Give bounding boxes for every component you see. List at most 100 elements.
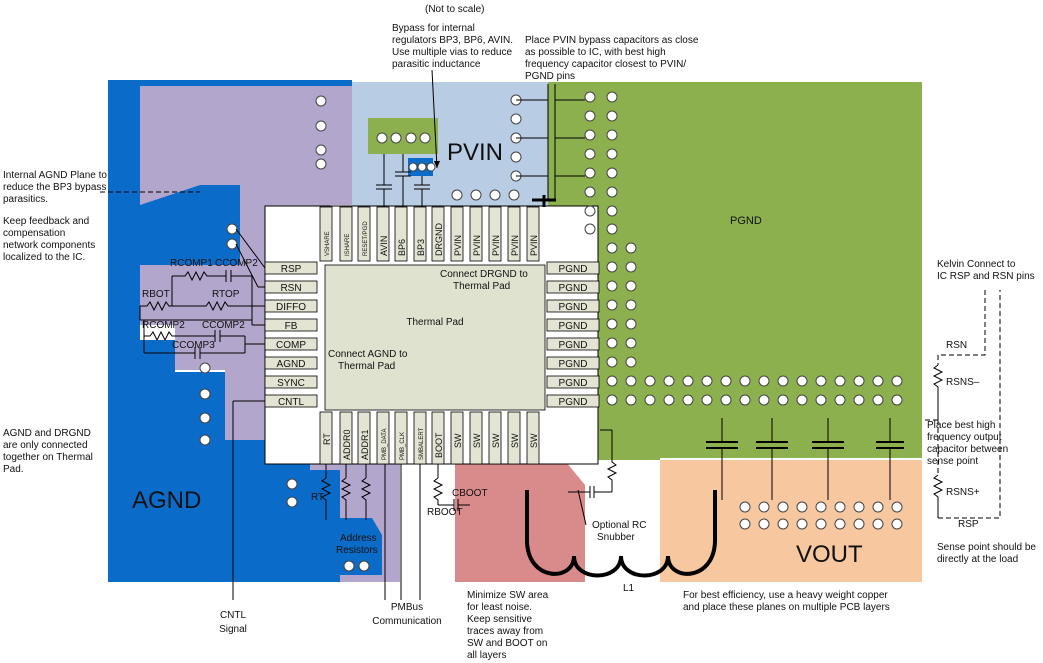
- via: [872, 394, 884, 406]
- via: [701, 375, 713, 387]
- via: [758, 518, 770, 530]
- via: [853, 501, 865, 513]
- via: [606, 129, 618, 141]
- pin-pgnd-6-label: PGND: [559, 359, 588, 370]
- via: [815, 394, 827, 406]
- pin-pvin-3: [488, 206, 502, 262]
- via: [606, 186, 618, 198]
- via: [584, 91, 596, 103]
- pin-pvin-3-label: PVIN: [491, 235, 501, 256]
- via: [796, 501, 808, 513]
- pin-sync-label: SYNC: [277, 378, 305, 389]
- via: [606, 394, 618, 406]
- pin-sw-4-label: SW: [510, 433, 520, 448]
- via: [606, 261, 618, 273]
- via: [417, 162, 427, 172]
- pin-drgnd: [431, 206, 445, 262]
- top-pins: VSHARE ISHARE RESET/PGD AVIN BP6 BP3 DRG…: [319, 206, 540, 262]
- note-output-cap-4: sense point: [927, 456, 978, 467]
- agnd-region-label: AGND: [132, 487, 201, 514]
- note-bypass-2: regulators BP3, BP6, AVIN.: [392, 35, 513, 46]
- right-pins: PGND PGND PGND PGND PGND PGND PGND PGND: [546, 261, 600, 408]
- via: [606, 280, 618, 292]
- via: [286, 478, 298, 490]
- via: [510, 151, 522, 163]
- note-pvin-caps-1: Place PVIN bypass capacitors as close: [525, 35, 699, 46]
- pin-sw-5-label: SW: [529, 433, 539, 448]
- via: [606, 223, 618, 235]
- pin-pmb-clk-label: PMB_CLK: [400, 432, 406, 460]
- pin-diffo-label: DIFFO: [276, 302, 306, 313]
- via: [606, 299, 618, 311]
- pin-bp3-label: BP3: [416, 239, 426, 256]
- via: [625, 318, 637, 330]
- pin-boot-label: BOOT: [434, 432, 444, 458]
- via: [606, 205, 618, 217]
- note-address-res-2: Resistors: [336, 545, 378, 556]
- via: [408, 162, 418, 172]
- label-l1: L1: [623, 583, 635, 594]
- via: [834, 394, 846, 406]
- note-pvin-caps-4: PGND pins: [525, 71, 575, 82]
- thermal-pad-label: Thermal Pad: [406, 317, 463, 328]
- pin-avin: [376, 206, 390, 262]
- pin-agnd-label: AGND: [277, 359, 306, 370]
- schematic-wiring: [100, 69, 1001, 600]
- note-feedback-3: network components: [3, 240, 95, 251]
- pin-cntl-label: CNTL: [278, 397, 305, 408]
- via: [606, 375, 618, 387]
- note-pvin-caps-3: frequency capacitor closest to PVIN/: [525, 59, 686, 70]
- via: [606, 356, 618, 368]
- note-optional-rc-1: Optional RC: [592, 520, 646, 531]
- via: [834, 375, 846, 387]
- note-min-sw-1: Minimize SW area: [467, 590, 549, 601]
- label-rcomp2: RCOMP2: [142, 320, 185, 331]
- pgnd-plane: [548, 82, 922, 460]
- via: [584, 167, 596, 179]
- pin-sw-1-label: SW: [453, 433, 463, 448]
- via: [644, 375, 656, 387]
- pin-pvin-1-label: PVIN: [453, 235, 463, 256]
- agnd-plane: [108, 80, 352, 582]
- pin-pvin-2: [469, 206, 483, 262]
- via: [872, 375, 884, 387]
- bottom-pins: RT ADDR0 ADDR1 PMB_DATA PMB_CLK SMBALERT…: [319, 411, 540, 465]
- pin-pgnd-7-label: PGND: [559, 378, 588, 389]
- via: [419, 132, 431, 144]
- note-kelvin-1: Kelvin Connect to: [937, 259, 1016, 270]
- via: [739, 501, 751, 513]
- pin-sw-5: [526, 411, 540, 465]
- pin-vshare-label: VSHARE: [325, 231, 331, 256]
- via: [872, 518, 884, 530]
- via: [777, 501, 789, 513]
- via: [720, 394, 732, 406]
- via: [682, 375, 694, 387]
- sw-plane: [455, 440, 585, 582]
- note-cntl-signal-2: Signal: [219, 624, 247, 635]
- pin-pvin-1: [450, 206, 464, 262]
- pin-sw-3-label: SW: [491, 433, 501, 448]
- pin-comp-label: COMP: [276, 340, 306, 351]
- via: [777, 394, 789, 406]
- pin-pgnd-4: [546, 318, 600, 332]
- pin-agnd: [264, 356, 318, 370]
- pin-pgnd-3: [546, 299, 600, 313]
- label-rsns-minus: RSNS–: [946, 377, 980, 388]
- thermal-pad: [324, 264, 546, 411]
- via: [891, 501, 903, 513]
- label-rsn: RSN: [946, 340, 967, 351]
- via: [625, 356, 637, 368]
- label-rsns-plus: RSNS+: [946, 487, 980, 498]
- note-efficiency-2: and place these planes on multiple PCB l…: [683, 602, 890, 613]
- via: [758, 394, 770, 406]
- via: [815, 501, 827, 513]
- pin-ishare: [339, 206, 353, 262]
- note-agnd-drgnd-4: Pad.: [3, 464, 24, 475]
- via: [739, 518, 751, 530]
- via: [315, 144, 327, 156]
- via: [777, 518, 789, 530]
- via: [796, 518, 808, 530]
- pin-pvin-5-label: PVIN: [529, 235, 539, 256]
- note-kelvin-2: IC RSP and RSN pins: [937, 271, 1035, 282]
